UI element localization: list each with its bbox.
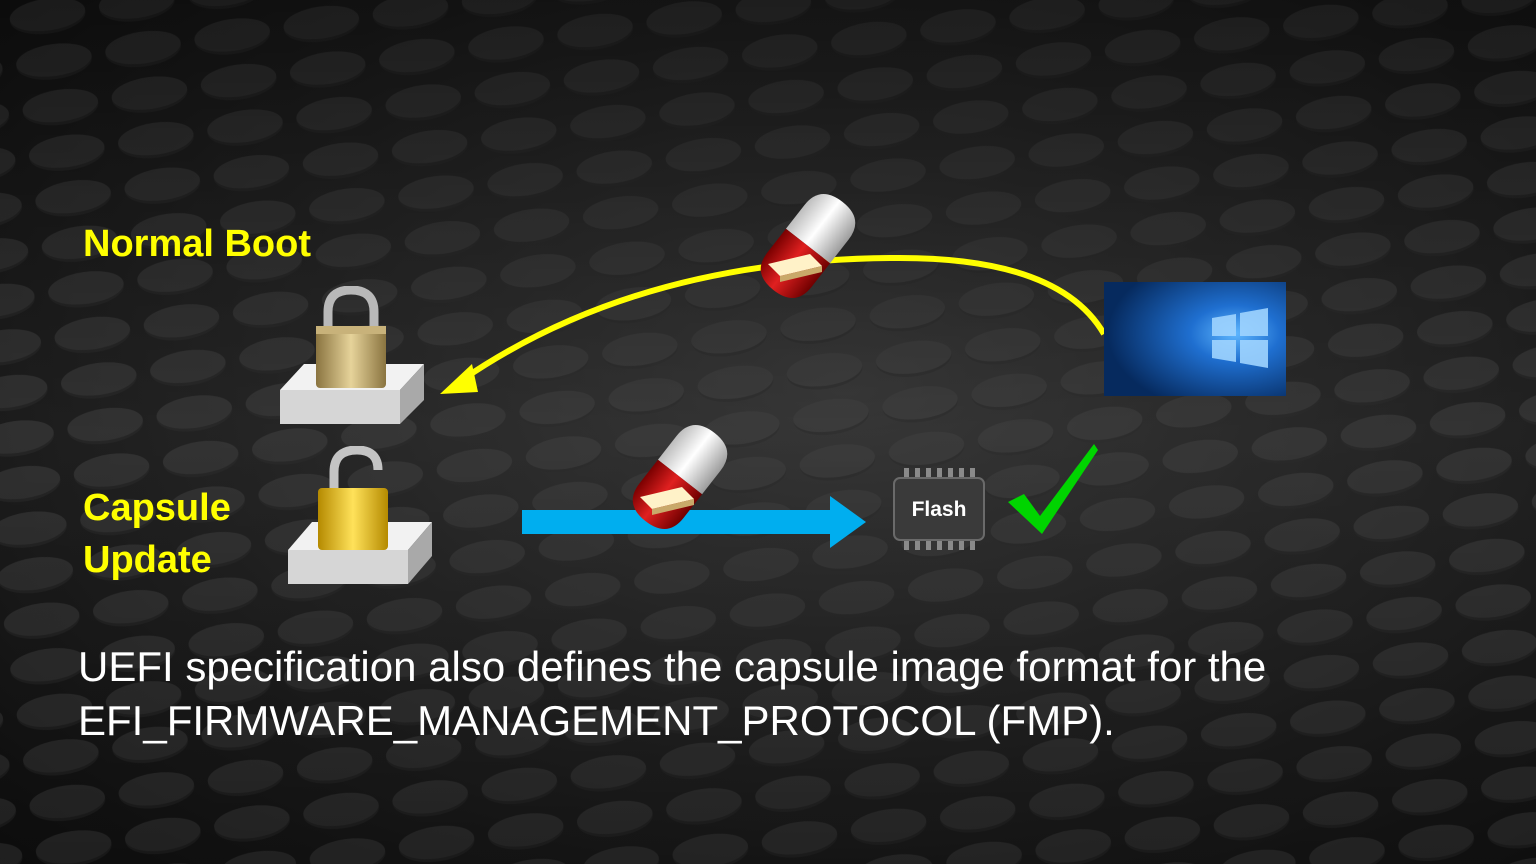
caption-line2: EFI_FIRMWARE_MANAGEMENT_PROTOCOL (FMP). <box>78 697 1115 744</box>
normal-boot-label: Normal Boot <box>83 223 311 265</box>
padlock-locked-icon <box>280 286 424 424</box>
padlock-unlocked-icon <box>288 446 432 584</box>
capsule-label-line1: Capsule <box>83 487 231 529</box>
checkmark-icon <box>1008 444 1098 534</box>
flash-chip-label: Flash <box>911 498 967 521</box>
capsule-label-line2: Update <box>83 539 212 581</box>
capsule-pill-icon <box>632 425 728 529</box>
flash-chip-icon <box>893 468 985 550</box>
capsule-update-label: Capsule Update <box>83 482 231 586</box>
windows-logo-icon <box>1104 282 1286 396</box>
caption-text: UEFI specification also defines the caps… <box>78 640 1498 748</box>
caption-line1: UEFI specification also defines the caps… <box>78 643 1267 690</box>
capsule-pill-icon <box>760 194 856 298</box>
